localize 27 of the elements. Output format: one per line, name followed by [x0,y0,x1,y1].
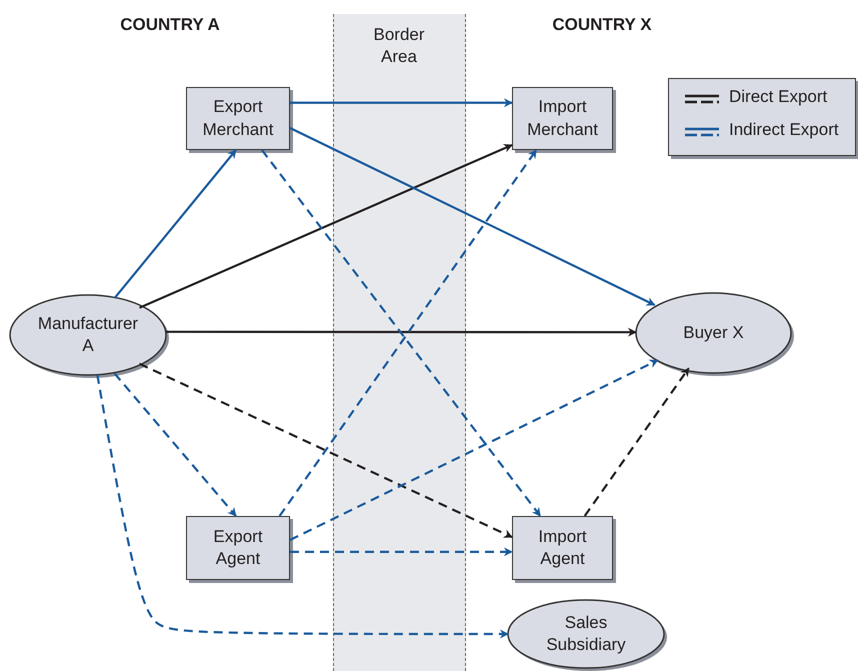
node-label: Sales Subsidiary [545,612,627,656]
legend-label: Direct Export [729,87,828,107]
node-label: Import Merchant [526,96,599,140]
process-box [186,87,290,150]
arrow [290,359,658,541]
region-heading: COUNTRY X [552,14,652,36]
band-label: Border Area [372,24,426,68]
node-label: Export Merchant [202,96,274,140]
arrow [290,126,656,306]
node-label: Import Agent [537,526,588,570]
arrow [290,547,513,556]
node-label: Manufacturer A [36,312,140,357]
node-label: Buyer X [683,322,744,344]
arrow [139,362,513,538]
arrow [139,144,513,309]
process-box [512,516,613,580]
arrow [166,328,637,337]
arrow [114,149,237,299]
arrow [96,374,509,638]
arrow [290,98,513,108]
legend-label: Indirect Export [729,120,839,140]
arrow [114,372,237,517]
process-box [186,516,290,580]
region-heading: COUNTRY A [120,14,220,36]
arrow [584,367,690,517]
node-label: Export Agent [212,526,264,570]
process-box [512,87,613,150]
